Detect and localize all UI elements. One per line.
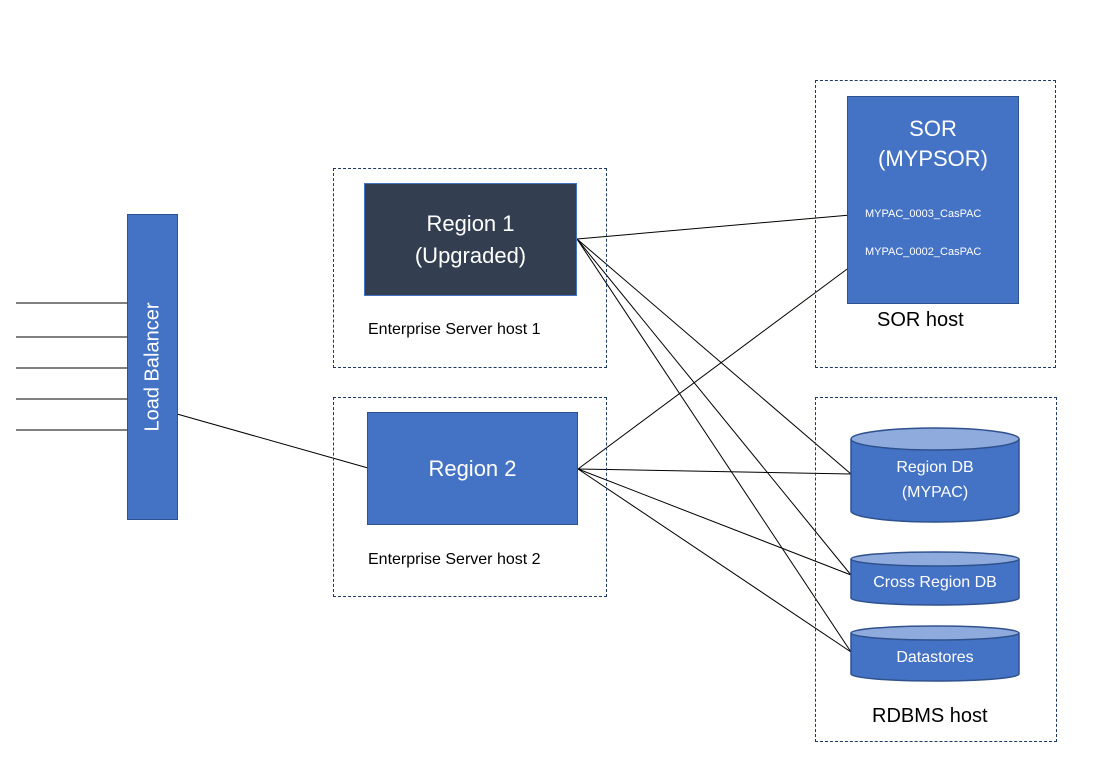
region-1-subtitle: (Upgraded) [414,242,527,268]
es-host-1-group [333,168,607,368]
load-balancer: Load Balancer [127,214,178,520]
sor-box: SOR (MYPSOR) [847,96,1019,304]
datastores-cylinder: Datastores [850,625,1020,682]
datastores-label: Datastores [896,649,974,666]
lb-to-region2-line [176,413,369,469]
es-host-2-group [333,397,607,597]
region1-to-datastores-line [576,238,852,653]
region1-to-regiondb-line [576,238,852,475]
region-db-subtitle: (MYPAC) [901,484,969,501]
region-db-cylinder: Region DB (MYPAC) [850,427,1020,523]
region-2-box: Region 2 [367,412,578,525]
sor-pac-0003: MYPAC_0003_CasPAC [865,208,982,220]
datastores-shape [850,625,1020,682]
load-balancer-label: Load Balancer [141,302,163,432]
region-1-box: Region 1 (Upgraded) [364,183,577,296]
es-host-2-caption: Enterprise Server host 2 [368,551,541,568]
region2-to-regiondb-line [577,468,852,475]
es-host-1-caption: Enterprise Server host 1 [368,321,541,338]
sor-host-group [815,80,1056,368]
sor-title: SOR [909,116,957,141]
rdbms-host-caption: RDBMS host [872,705,988,727]
region2-to-pac2-line [577,257,863,470]
region2-to-datastores-line [577,468,852,653]
region1-to-pac3-line [576,213,863,240]
region-db-shape [850,427,1020,523]
region2-to-crossregiondb-line [577,468,852,576]
sor-subtitle: (MYPSOR) [878,146,988,171]
cross-region-db-label: Cross Region DB [873,574,997,591]
region-db-title: Region DB [896,459,974,476]
cross-region-db-shape [850,551,1020,606]
sor-pac-0002: MYPAC_0002_CasPAC [865,246,982,258]
region-2-title: Region 2 [428,455,517,481]
cross-region-db-cylinder: Cross Region DB [850,551,1020,606]
sor-host-caption: SOR host [877,309,964,331]
rdbms-host-group [815,397,1057,742]
region1-to-crossregiondb-line [576,238,852,576]
region-1-title: Region 1 [426,210,515,236]
